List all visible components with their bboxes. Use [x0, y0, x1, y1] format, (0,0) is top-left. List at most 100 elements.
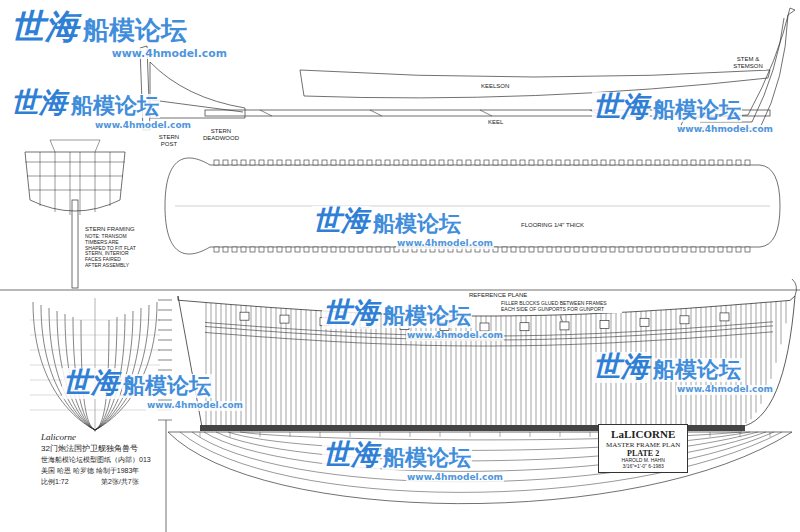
- station-mark: [410, 432, 411, 437]
- station-mark: [740, 432, 741, 437]
- frame-line: [291, 309, 292, 425]
- station-mark: [320, 432, 321, 437]
- stem-head: [792, 279, 796, 296]
- plan-label: 美国 哈恩 哈罗德 绘制于1983年: [40, 467, 140, 475]
- frame-notch: [349, 247, 354, 252]
- plan-label: STERN POST: [154, 134, 184, 148]
- watermark: 船模论坛: [70, 94, 160, 118]
- frame-notch: [331, 160, 336, 165]
- frame-notch: [691, 247, 696, 252]
- title-text: MASTER FRAME PLAN: [606, 441, 680, 449]
- frame-notch: [259, 247, 264, 252]
- frame-line: [386, 314, 387, 425]
- watermark: 世海: [592, 92, 650, 123]
- gunport: [520, 323, 529, 331]
- frame-line: [776, 302, 777, 363]
- frame-line: [381, 314, 382, 425]
- frame-notch: [376, 160, 381, 165]
- frame-notch: [574, 247, 579, 252]
- frame-notch: [286, 247, 291, 252]
- wale-line: [205, 332, 773, 346]
- frame-line: [516, 316, 517, 425]
- stern-post-view: [72, 200, 78, 288]
- frame-line: [781, 301, 782, 344]
- frame-notch: [232, 160, 237, 165]
- watermark: 船模论坛: [382, 304, 472, 328]
- frame-notch: [277, 160, 282, 165]
- frame-line: [366, 313, 367, 425]
- watermark: 世海: [10, 88, 68, 119]
- frame-line: [566, 315, 567, 425]
- frame-notch: [637, 160, 642, 165]
- plan-label: 第2张/共7张: [100, 478, 140, 486]
- floor-plan-centerline: [175, 206, 770, 207]
- frame-notch: [637, 247, 642, 252]
- frame-notch: [628, 247, 633, 252]
- frame-notch: [295, 160, 300, 165]
- frame-notch: [241, 247, 246, 252]
- title-block: LaLICORNEMASTER FRAME PLANPLATE 2HAROLD …: [598, 424, 688, 473]
- frame-notch: [529, 247, 534, 252]
- frame-notch: [502, 247, 507, 252]
- frame-line: [551, 315, 552, 425]
- frame-notch: [268, 247, 273, 252]
- frame-notch: [709, 247, 714, 252]
- gunport: [600, 320, 609, 328]
- frame-notch: [673, 247, 678, 252]
- title-text: 3/16"=1'-0" 6-1983: [606, 464, 680, 470]
- frame-notch: [223, 247, 228, 252]
- frame-notch: [565, 160, 570, 165]
- waterline: [30, 410, 160, 411]
- frame-notch: [538, 247, 543, 252]
- frame-line: [306, 310, 307, 425]
- frame-line: [356, 313, 357, 425]
- frame-notch: [214, 160, 219, 165]
- frame-line: [371, 313, 372, 425]
- title-text: PLATE 2: [606, 449, 680, 458]
- frame-notch: [529, 160, 534, 165]
- frame-line: [581, 314, 582, 425]
- frame-notch: [502, 160, 507, 165]
- frame-notch: [286, 160, 291, 165]
- watermark: www.4hmodel.com: [676, 385, 774, 395]
- frame-notch: [556, 160, 561, 165]
- frame-notch: [520, 247, 525, 252]
- watermark: 世海: [322, 440, 380, 471]
- frame-notch: [340, 247, 345, 252]
- frame-notch: [322, 160, 327, 165]
- frame-line: [351, 313, 352, 426]
- station-mark: [200, 432, 201, 437]
- gunport: [640, 318, 649, 326]
- frame-line: [266, 307, 267, 425]
- frame-notch: [673, 160, 678, 165]
- frame-line: [786, 301, 787, 324]
- frame-notch: [475, 160, 480, 165]
- frame-notch: [601, 247, 606, 252]
- gunport: [680, 316, 689, 324]
- plan-label: NOTE: TRANSOM TIMBERS ARE SHAPED TO FIT …: [84, 234, 138, 269]
- frame-notch: [340, 160, 345, 165]
- frame-notch: [682, 247, 687, 252]
- frame-notch: [304, 247, 309, 252]
- watermark: 船模论坛: [122, 374, 212, 398]
- watermark: 船模论坛: [652, 98, 742, 122]
- frame-notch: [655, 247, 660, 252]
- frame-notch: [610, 160, 615, 165]
- frame-notch: [394, 160, 399, 165]
- frame-notch: [241, 160, 246, 165]
- frame-line: [571, 315, 572, 426]
- gunport: [480, 323, 489, 331]
- frame-line: [251, 306, 252, 425]
- watermark: 世海: [62, 368, 120, 399]
- section-curve: [33, 302, 95, 430]
- frame-line: [746, 304, 747, 423]
- plan-label: STERN FRAMING: [84, 226, 136, 233]
- plan-label: FLOORING 1/4" THICK: [520, 222, 585, 229]
- frame-notch: [511, 247, 516, 252]
- frame-notch: [358, 247, 363, 252]
- frame-notch: [574, 160, 579, 165]
- frame-notch: [304, 160, 309, 165]
- frame-notch: [367, 160, 372, 165]
- station-mark: [440, 432, 441, 437]
- frame-line: [771, 302, 772, 379]
